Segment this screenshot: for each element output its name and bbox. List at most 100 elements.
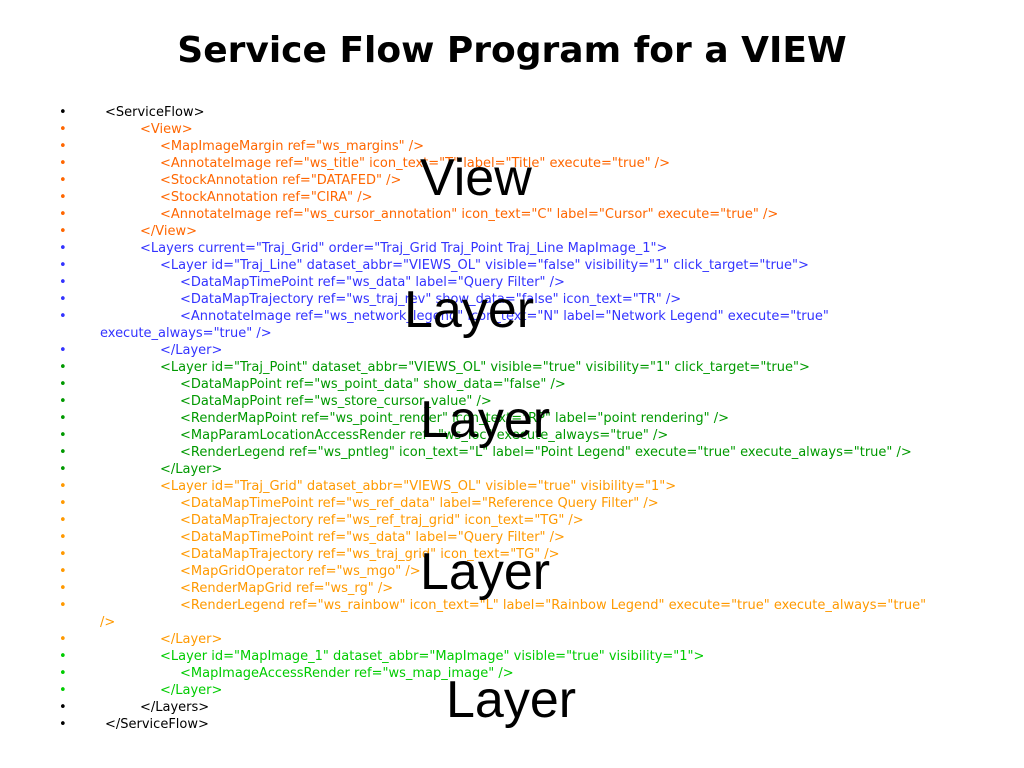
- code-text: </Layer>: [160, 462, 223, 477]
- code-line: • <MapGridOperator ref="ws_mgo" />: [0, 563, 1024, 580]
- code-text: </View>: [140, 224, 198, 239]
- code-line: • <MapImageMargin ref="ws_margins" />: [0, 138, 1024, 155]
- code-line: •<AnnotateImage ref="ws_network_legend" …: [0, 308, 1024, 325]
- code-text: <MapParamLocationAccessRender ref="ws_lo…: [180, 428, 669, 443]
- code-line: • <View>: [0, 121, 1024, 138]
- code-text: <DataMapTrajectory ref="ws_traj_grid" ic…: [180, 547, 560, 562]
- bullet-icon: •: [59, 292, 67, 307]
- code-line: • </Layer>: [0, 631, 1024, 648]
- bullet-icon: •: [59, 479, 67, 494]
- bullet-icon: •: [59, 105, 67, 120]
- code-text: <MapImageMargin ref="ws_margins" />: [160, 139, 424, 154]
- code-text: </Layer>: [160, 683, 223, 698]
- code-line: •<RenderLegend ref="ws_pntleg" icon_text…: [0, 444, 1024, 461]
- code-line: •<StockAnnotation ref="DATAFED" />: [0, 172, 1024, 189]
- bullet-icon: •: [59, 224, 67, 239]
- code-text: <ServiceFlow>: [105, 105, 205, 120]
- code-text: <DataMapPoint ref="ws_point_data" show_d…: [180, 377, 566, 392]
- bullet-icon: •: [59, 122, 67, 137]
- bullet-icon: •: [59, 343, 67, 358]
- bullet-icon: •: [59, 666, 67, 681]
- bullet-icon: •: [59, 377, 67, 392]
- code-listing: • <ServiceFlow> • <View> • <MapImageMargin re…: [0, 104, 1024, 733]
- code-text: <RenderMapPoint ref="ws_point_render" ic…: [180, 411, 730, 426]
- code-text: <AnnotateImage ref="ws_network_legend" i…: [180, 309, 829, 324]
- bullet-icon: •: [59, 190, 67, 205]
- bullet-icon: •: [59, 462, 67, 477]
- bullet-icon: •: [59, 139, 67, 154]
- code-text: <DataMapTrajectory ref="ws_ref_traj_grid…: [180, 513, 584, 528]
- bullet-icon: •: [59, 275, 67, 290]
- code-line: • <RenderLegend ref="ws_rainbow" icon_tex…: [0, 597, 1024, 614]
- code-line: • <Layer id="Traj_Point" dataset_abbr="VI…: [0, 359, 1024, 376]
- code-text: <RenderLegend ref="ws_pntleg" icon_text=…: [180, 445, 912, 460]
- slide-title: Service Flow Program for a VIEW: [177, 30, 847, 71]
- code-text: <DataMapPoint ref="ws_store_cursor_value…: [180, 394, 492, 409]
- bullet-icon: •: [59, 649, 67, 664]
- bullet-icon: •: [59, 581, 67, 596]
- bullet-icon: •: [59, 496, 67, 511]
- code-line: • <DataMapTrajectory ref="ws_ref_traj_gri…: [0, 512, 1024, 529]
- code-text: <DataMapTimePoint ref="ws_data" label="Q…: [180, 530, 565, 545]
- code-text: <AnnotateImage ref="ws_cursor_annotation…: [160, 207, 779, 222]
- code-text: execute_always="true" />: [100, 326, 272, 341]
- code-line: • <Layer id="Traj_Grid" dataset_abbr="VIE…: [0, 478, 1024, 495]
- layer-label-traj-point: Layer: [420, 391, 551, 449]
- bullet-icon: •: [59, 156, 67, 171]
- code-line-continuation: />: [0, 614, 1024, 631]
- code-text: </Layer>: [160, 632, 223, 647]
- code-line: • <DataMapPoint ref="ws_point_data" show_…: [0, 376, 1024, 393]
- code-text: </ServiceFlow>: [105, 717, 209, 732]
- code-line: • </Layer>: [0, 461, 1024, 478]
- code-text: <AnnotateImage ref="ws_title" icon_text=…: [160, 156, 670, 171]
- layer-label-map-image: Layer: [446, 671, 577, 729]
- bullet-icon: •: [59, 241, 67, 256]
- layer-label-traj-line: Layer: [404, 281, 535, 339]
- code-line: • <DataMapTrajectory ref="ws_traj_rev" sh…: [0, 291, 1024, 308]
- code-line: •<DataMapTimePoint ref="ws_data" label="…: [0, 274, 1024, 291]
- code-line: • <Layer id="Traj_Line" dataset_abbr="VIE…: [0, 257, 1024, 274]
- bullet-icon: •: [59, 683, 67, 698]
- layer-label-traj-grid: Layer: [420, 543, 551, 601]
- bullet-icon: •: [59, 360, 67, 375]
- code-text: <StockAnnotation ref="CIRA" />: [160, 190, 373, 205]
- code-line: • <DataMapPoint ref="ws_store_cursor_valu…: [0, 393, 1024, 410]
- bullet-icon: •: [59, 258, 67, 273]
- code-line: • <RenderMapPoint ref="ws_point_render" i…: [0, 410, 1024, 427]
- code-text: <View>: [140, 122, 193, 137]
- code-line: • <StockAnnotation ref="CIRA" />: [0, 189, 1024, 206]
- code-line: • <Layer id="MapImage_1" dataset_abbr="Ma…: [0, 648, 1024, 665]
- code-line: • <DataMapTimePoint ref="ws_ref_data" lab…: [0, 495, 1024, 512]
- bullet-icon: •: [59, 564, 67, 579]
- bullet-icon: •: [59, 513, 67, 528]
- bullet-icon: •: [59, 411, 67, 426]
- bullet-icon: •: [59, 598, 67, 613]
- code-text: <Layer id="MapImage_1" dataset_abbr="Map…: [160, 649, 705, 664]
- code-text: <RenderLegend ref="ws_rainbow" icon_text…: [180, 598, 927, 613]
- code-text: <Layer id="Traj_Point" dataset_abbr="VIE…: [160, 360, 810, 375]
- code-text: </Layers>: [140, 700, 210, 715]
- bullet-icon: •: [59, 632, 67, 647]
- code-text: <Layer id="Traj_Grid" dataset_abbr="VIEW…: [160, 479, 677, 494]
- code-line: • </View>: [0, 223, 1024, 240]
- code-line: • <DataMapTrajectory ref="ws_traj_grid" i…: [0, 546, 1024, 563]
- bullet-icon: •: [59, 700, 67, 715]
- code-text: />: [100, 615, 116, 630]
- bullet-icon: •: [59, 530, 67, 545]
- code-text: <Layer id="Traj_Line" dataset_abbr="VIEW…: [160, 258, 809, 273]
- code-text: <DataMapTimePoint ref="ws_ref_data" labe…: [180, 496, 659, 511]
- code-line: •<AnnotateImage ref="ws_cursor_annotatio…: [0, 206, 1024, 223]
- code-line: • </Layers>: [0, 699, 1024, 716]
- code-line: • <AnnotateImage ref="ws_title" icon_text…: [0, 155, 1024, 172]
- code-text: <DataMapTrajectory ref="ws_traj_rev" sho…: [180, 292, 682, 307]
- code-text: <MapGridOperator ref="ws_mgo" />: [180, 564, 421, 579]
- bullet-icon: •: [59, 394, 67, 409]
- code-text: <StockAnnotation ref="DATAFED" />: [160, 173, 402, 188]
- code-line: • </Layer>: [0, 682, 1024, 699]
- code-line: •<MapParamLocationAccessRender ref="ws_l…: [0, 427, 1024, 444]
- code-line-continuation: execute_always="true" />: [0, 325, 1024, 342]
- code-line: •</ServiceFlow>: [0, 716, 1024, 733]
- code-text: </Layer>: [160, 343, 223, 358]
- bullet-icon: •: [59, 547, 67, 562]
- code-line: •<RenderMapGrid ref="ws_rg" />: [0, 580, 1024, 597]
